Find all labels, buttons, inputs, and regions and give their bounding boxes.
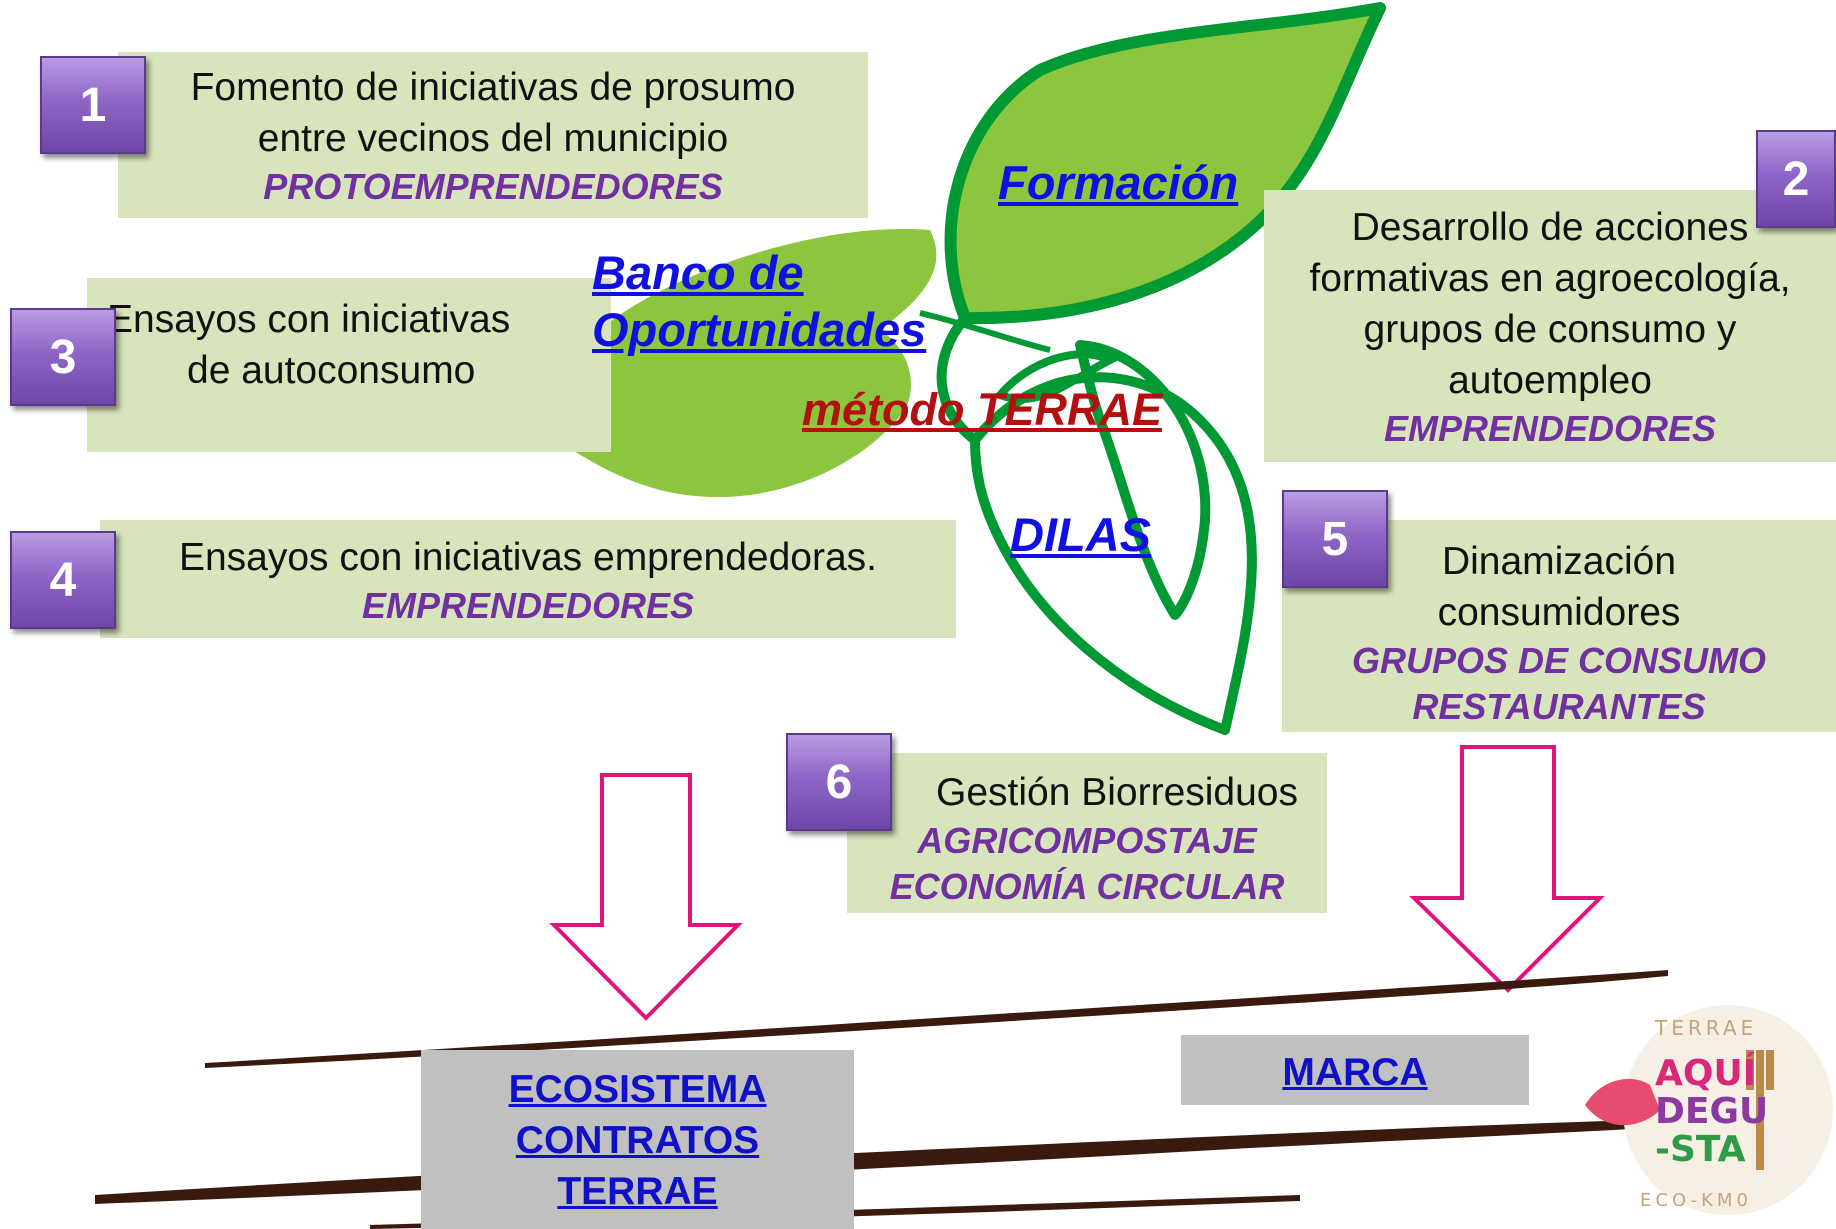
item-2-line: formativas en agroecología, [1309, 257, 1791, 300]
link-dilas[interactable]: DILAS [1010, 508, 1151, 561]
arrow-left [549, 773, 743, 1021]
item-2-box: Desarrollo de acciones formativas en agr… [1264, 190, 1836, 462]
marca-box[interactable]: MARCA [1181, 1035, 1529, 1105]
item-5-badge: 5 [1282, 490, 1388, 588]
logo-line: DEGU [1655, 1091, 1769, 1132]
leaf-inner [1075, 340, 1211, 620]
logo-bird-icon [1585, 1078, 1660, 1126]
item-1-line: entre vecinos del municipio [257, 117, 729, 160]
item-5-line: Dinamización [1441, 540, 1677, 583]
item-6-badge: 6 [786, 733, 892, 831]
link-oportunidades[interactable]: Oportunidades [592, 303, 927, 356]
item-2-tag: EMPRENDEDORES [1383, 408, 1717, 449]
logo-line: AQUÍ [1655, 1053, 1757, 1094]
logo-line: -STA [1655, 1129, 1746, 1170]
ecosistema-box[interactable]: ECOSISTEMA CONTRATOS TERRAE [421, 1050, 854, 1229]
leaf-top [944, 2, 1386, 325]
item-6-tag: AGRICOMPOSTAJE [917, 820, 1257, 861]
item-3-box: Ensayos con iniciativas de autoconsumo [87, 278, 611, 452]
logo-fork-icon [1746, 1050, 1774, 1170]
stem [936, 314, 979, 444]
item-3-line: Ensayos con iniciativas [107, 298, 511, 341]
item-3-line: de autoconsumo [187, 349, 476, 392]
link-formacion[interactable]: Formación [998, 156, 1239, 209]
vein [919, 310, 1051, 353]
brush-line-top [205, 970, 1668, 1068]
item-4-box: Ensayos con iniciativas emprendedoras. E… [100, 520, 956, 638]
item-6-tag: ECONOMÍA CIRCULAR [889, 866, 1285, 907]
logo-wordmark: AQUÍ DEGU -STA [1655, 1055, 1768, 1169]
item-1-tag: PROTOEMPRENDEDORES [263, 166, 723, 207]
logo-bottom-text: ECO-KM0 [1640, 1190, 1752, 1211]
ecosistema-line[interactable]: CONTRATOS [515, 1119, 760, 1162]
brush-line-bottom [95, 1118, 1690, 1204]
item-4-line: Ensayos con iniciativas emprendedoras. [178, 536, 878, 579]
item-6-line: Gestión Biorresiduos [935, 771, 1298, 814]
item-2-badge: 2 [1756, 130, 1836, 228]
link-metodo-terrae[interactable]: método TERRAE [802, 384, 1162, 435]
logo-top-text: TERRAE [1655, 1016, 1758, 1040]
marca-label[interactable]: MARCA [1282, 1051, 1428, 1094]
arrow-right [1409, 745, 1605, 993]
item-2-line: Desarrollo de acciones [1351, 206, 1749, 249]
item-1-badge: 1 [40, 56, 146, 154]
leaf-bottom [970, 372, 1257, 735]
item-2-line: autoempleo [1448, 359, 1652, 402]
item-1-line: Fomento de iniciativas de prosumo [190, 66, 796, 109]
logo-circle [1623, 1005, 1833, 1215]
ecosistema-line[interactable]: TERRAE [557, 1170, 718, 1213]
item-5-tag: RESTAURANTES [1412, 686, 1706, 727]
item-4-tag: EMPRENDEDORES [361, 585, 695, 626]
item-2-line: grupos de consumo y [1363, 308, 1737, 351]
item-3-badge: 3 [10, 308, 116, 406]
item-4-badge: 4 [10, 531, 116, 629]
link-banco-de[interactable]: Banco de [592, 246, 804, 299]
leaf-left [505, 229, 937, 498]
leaf-curl [993, 350, 1119, 404]
item-5-box: Dinamización consumidores GRUPOS DE CONS… [1282, 520, 1836, 732]
ecosistema-line[interactable]: ECOSISTEMA [508, 1068, 767, 1111]
item-1-box: Fomento de iniciativas de prosumo entre … [118, 52, 868, 218]
item-6-box: Gestión Biorresiduos AGRICOMPOSTAJE ECON… [847, 753, 1327, 913]
item-5-line: consumidores [1437, 591, 1681, 634]
item-5-tag: GRUPOS DE CONSUMO [1351, 640, 1767, 681]
